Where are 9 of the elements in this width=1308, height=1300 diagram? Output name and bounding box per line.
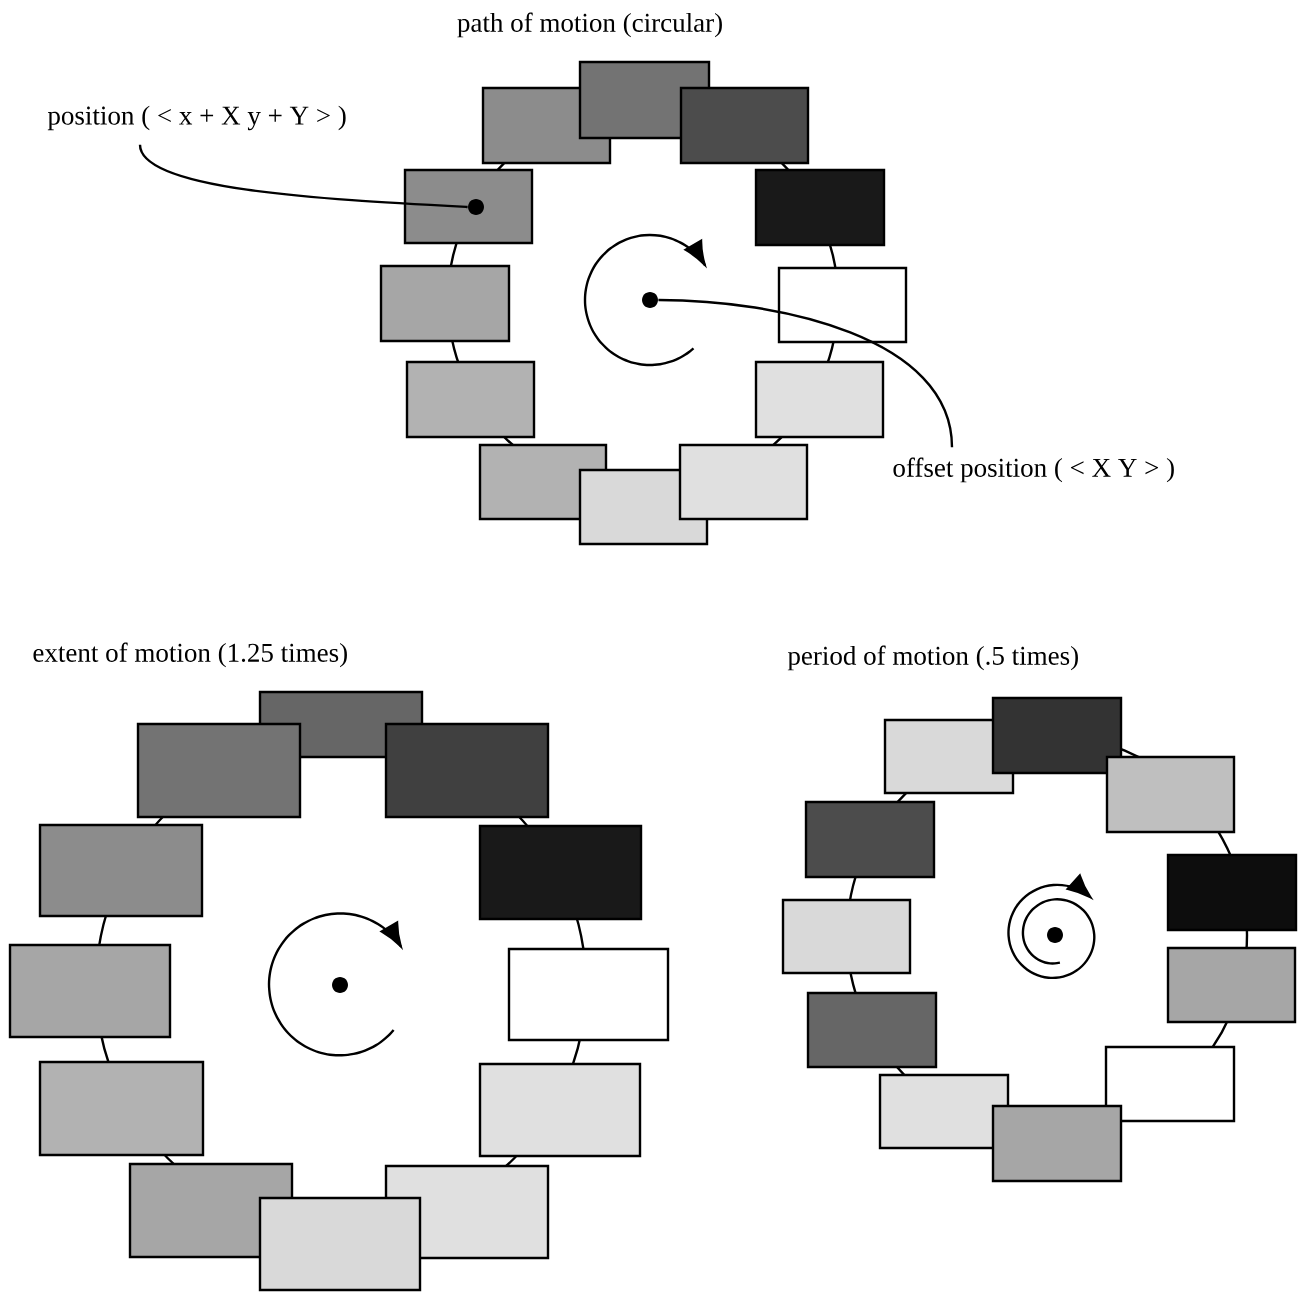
panel-heading: extent of motion (1.25 times) <box>33 642 347 668</box>
leader-line <box>658 298 954 448</box>
leader-line <box>138 144 468 209</box>
panel-heading: period of motion (.5 times) <box>787 645 1078 671</box>
callout-text: position ( < x + X y + Y > ) <box>47 105 346 131</box>
panel-heading: path of motion (circular) <box>457 12 722 38</box>
callout-text: offset position ( < X Y > ) <box>893 457 1174 483</box>
dot <box>468 199 484 215</box>
dot <box>642 292 658 308</box>
